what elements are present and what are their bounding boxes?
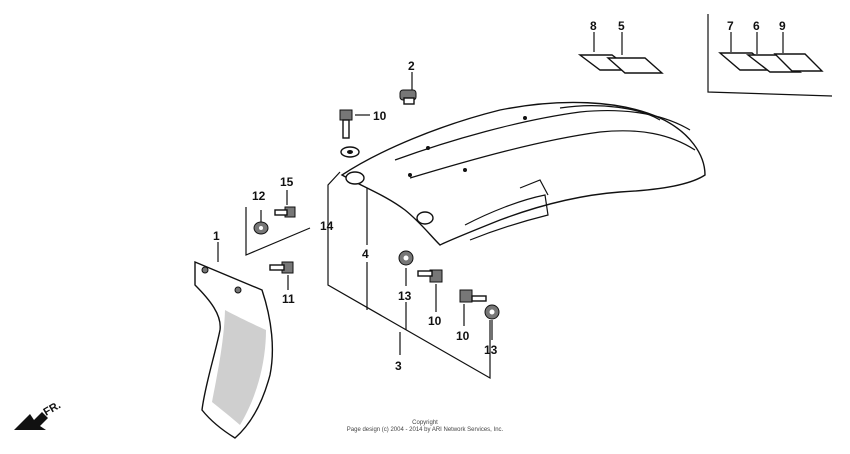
fender-ridge-1	[394, 110, 691, 161]
bracket-3-left	[327, 171, 491, 380]
callout-6: 6	[753, 19, 760, 33]
washer-14	[340, 146, 360, 158]
callout-2: 2	[408, 59, 415, 73]
callout-10-top: 10	[373, 109, 387, 123]
fender-rivet-2	[426, 146, 430, 150]
fender-under-tab	[464, 194, 549, 241]
callout-12: 12	[252, 189, 266, 203]
callout-1: 1	[213, 229, 220, 243]
nut-12	[253, 221, 269, 235]
callout-9: 9	[779, 19, 786, 33]
mud-flap-shadow	[212, 310, 266, 425]
callout-5: 5	[618, 19, 625, 33]
clip-2	[399, 89, 417, 105]
callout-10-right: 10	[456, 329, 470, 343]
nut-13-left	[398, 250, 414, 266]
nut-13-right	[484, 304, 500, 320]
callout-13-right: 13	[484, 343, 498, 357]
decal-strips-right	[718, 52, 824, 73]
rear-fender	[340, 101, 706, 246]
bolt-11	[269, 261, 294, 274]
callout-10-mid: 10	[428, 314, 442, 328]
callout-11: 11	[282, 292, 295, 306]
decal-6	[745, 54, 803, 73]
callout-8: 8	[590, 19, 597, 33]
decal-9	[773, 53, 824, 72]
footer-design-credit: Page design (c) 2004 - 2014 by ARI Netwo…	[347, 427, 504, 433]
front-direction-indicator: FR.	[14, 399, 63, 430]
bracket-12-15	[245, 207, 311, 256]
footer-copyright: Copyright	[412, 420, 438, 426]
callout-7: 7	[727, 19, 734, 33]
arrow-front-icon	[14, 412, 48, 430]
mud-flap	[194, 260, 274, 439]
fender-rivet-4	[408, 173, 412, 177]
decal-strips-left	[577, 54, 664, 74]
bolt-10-right	[459, 289, 487, 303]
callout-13-left: 13	[398, 289, 412, 303]
bolt-15	[274, 206, 296, 218]
bolt-10-mid	[417, 269, 443, 283]
fender-rivet-1	[523, 116, 527, 120]
direction-label: FR.	[42, 399, 63, 418]
fender-shell	[340, 101, 706, 246]
mud-flap-hole-2	[234, 286, 242, 294]
fender-mount-tab	[519, 179, 549, 196]
fender-mount-hole	[416, 211, 434, 225]
bolt-10-top	[339, 109, 353, 139]
decal-5	[606, 57, 664, 74]
fender-rivet-3	[463, 168, 467, 172]
bracket-decals	[707, 14, 833, 97]
callout-3: 3	[395, 359, 402, 373]
fender-ridge-2	[409, 130, 696, 179]
fender-front-hole	[345, 171, 365, 185]
fender-top-lip	[559, 105, 661, 121]
callout-15: 15	[280, 175, 294, 189]
mud-flap-hole-1	[201, 266, 209, 274]
callout-4: 4	[362, 247, 369, 261]
callout-14: 14	[320, 219, 334, 233]
